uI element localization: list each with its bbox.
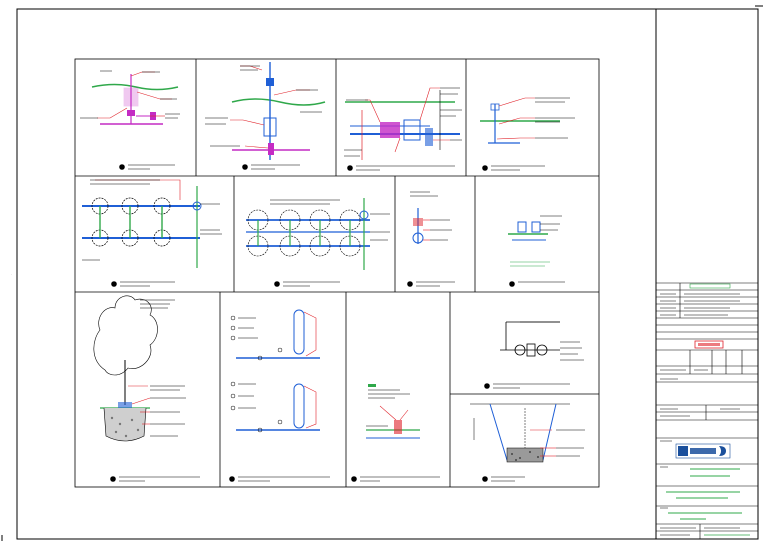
detail-backflow-assembly bbox=[344, 87, 462, 160]
drawing-number-lines bbox=[660, 527, 750, 536]
details-grid bbox=[74, 58, 600, 488]
detail-tree-planting bbox=[93, 295, 186, 442]
drawing-title-lines bbox=[660, 507, 742, 520]
company-name-lines bbox=[660, 466, 740, 477]
detail-planting-pit bbox=[470, 403, 585, 463]
revision-header bbox=[689, 283, 731, 289]
detail-pipe-layout-2 bbox=[246, 198, 390, 270]
row3-titles bbox=[110, 383, 570, 482]
company-logo bbox=[675, 443, 731, 459]
detail-valve-box bbox=[80, 70, 180, 125]
signature-rows bbox=[660, 369, 740, 442]
project-name-lines bbox=[666, 491, 740, 499]
side-note: · bbox=[9, 274, 13, 275]
detail-spray-head bbox=[480, 97, 575, 144]
row1-titles bbox=[119, 164, 545, 171]
revision-rows bbox=[660, 293, 740, 316]
sheet-border bbox=[1, 5, 763, 541]
approval-stamp bbox=[694, 340, 724, 349]
detail-gate-valve bbox=[205, 62, 326, 160]
detail-pipe-notes bbox=[230, 309, 320, 433]
detail-drip-emitter bbox=[366, 384, 420, 439]
detail-valve-manifold bbox=[500, 321, 584, 361]
detail-quick-coupler bbox=[410, 191, 452, 244]
detail-pipe-layout-1 bbox=[82, 179, 222, 268]
title-block bbox=[656, 282, 758, 539]
row2-titles bbox=[111, 281, 565, 287]
detail-bubbler bbox=[508, 215, 562, 267]
